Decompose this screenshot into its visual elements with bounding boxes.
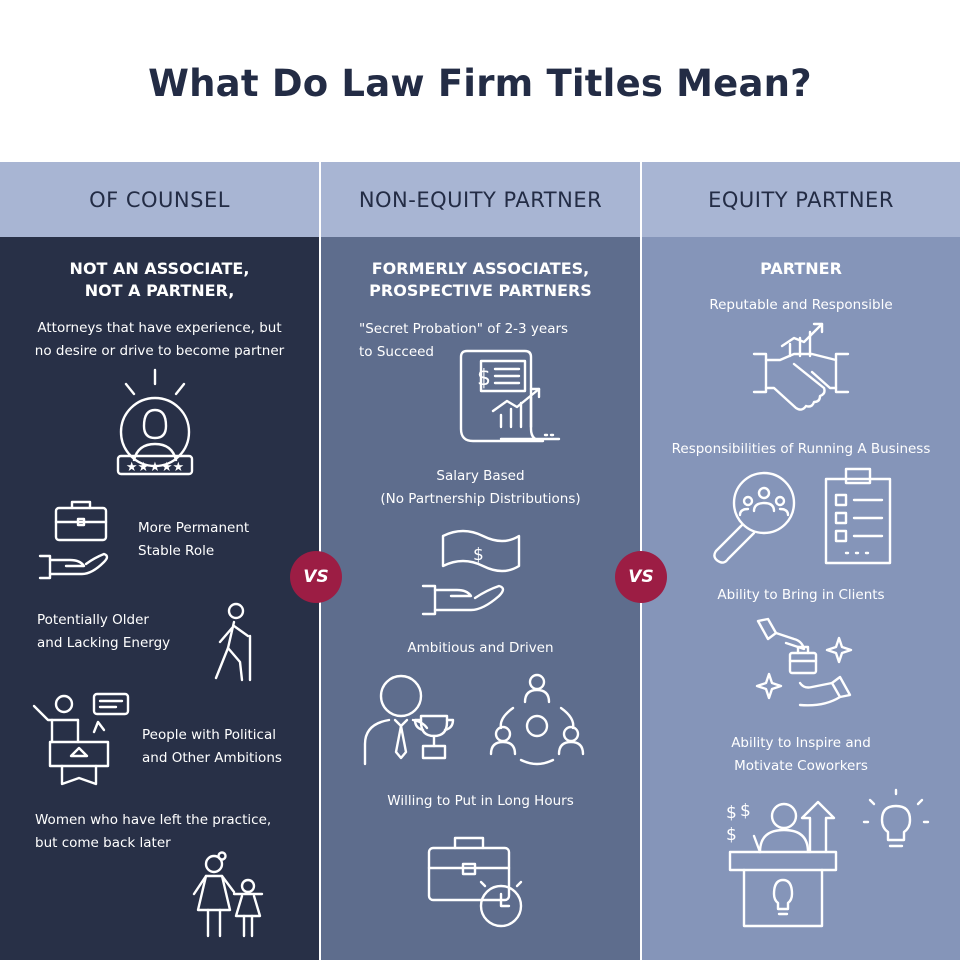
svg-text:$: $ (726, 803, 737, 823)
item-line: Salary Based (436, 468, 525, 484)
item-line: Potentially Older (37, 612, 149, 628)
rated-person-icon: ★★★★★ (116, 368, 194, 476)
item-line: Ambitious and Driven (407, 640, 554, 656)
podium-speaker-icon (32, 692, 130, 786)
financial-report-icon: $ (459, 349, 561, 443)
svg-text:$: $ (740, 801, 751, 821)
svg-text:$: $ (473, 545, 484, 565)
item-text: Willing to Put in Long Hours (321, 790, 640, 813)
item-text: Reputable and Responsible (642, 294, 960, 317)
item-line: but come back later (35, 835, 171, 851)
item-line: (No Partnership Distributions) (380, 491, 581, 507)
svg-text:$: $ (477, 366, 491, 391)
handshake-growth-icon (752, 322, 850, 411)
item-line: Ability to Inspire and (731, 735, 871, 751)
column-subtitle: NOT AN ASSOCIATE, NOT A PARTNER, (0, 258, 319, 302)
briefcase-hand-icon (38, 500, 109, 580)
money-hand-icon: $ (421, 529, 521, 616)
vs-badge-left: VS (290, 551, 342, 603)
column-of-counsel: OF COUNSEL NOT AN ASSOCIATE, NOT A PARTN… (0, 162, 319, 960)
item-line: Motivate Coworkers (734, 758, 868, 774)
column-header-of-counsel: OF COUNSEL (0, 162, 319, 237)
item-line: Reputable and Responsible (709, 297, 893, 313)
subtitle-line: NOT AN ASSOCIATE, (69, 259, 250, 278)
column-header-non-equity-partner: NON-EQUITY PARTNER (321, 162, 640, 237)
item-line: Attorneys that have experience, but (37, 320, 282, 336)
item-text: Responsibilities of Running A Business (642, 438, 960, 461)
item-line: to Succeed (359, 344, 434, 360)
svg-text:★★★★★: ★★★★★ (126, 460, 184, 475)
item-line: People with Political (142, 727, 276, 743)
item-text: Ambitious and Driven (321, 637, 640, 660)
client-handoff-icon (755, 617, 853, 707)
item-text: Salary Based (No Partnership Distributio… (321, 465, 640, 511)
inspire-podium-icon: $ $ $ (726, 788, 930, 928)
item-line: Ability to Bring in Clients (717, 587, 885, 603)
item-text: Attorneys that have experience, but no d… (0, 317, 319, 363)
column-subtitle: PARTNER (642, 258, 960, 280)
column-equity-partner: EQUITY PARTNER PARTNER Reputable and Res… (642, 162, 960, 960)
ambitious-team-icon (363, 673, 585, 766)
item-line: "Secret Probation" of 2-3 years (359, 321, 569, 337)
subtitle-line: PARTNER (760, 259, 842, 278)
elderly-walker-icon (214, 602, 252, 682)
mother-child-icon (192, 851, 264, 938)
subtitle-line: NOT A PARTNER, (84, 281, 235, 300)
item-line: and Other Ambitions (142, 750, 282, 766)
search-checklist-icon (713, 467, 892, 565)
item-line: More Permanent (138, 520, 250, 536)
item-line: Women who have left the practice, (35, 812, 272, 828)
page-title: What Do Law Firm Titles Mean? (148, 62, 812, 105)
briefcase-clock-icon (427, 836, 523, 928)
item-line: and Lacking Energy (37, 635, 171, 651)
item-text: "Secret Probation" of 2-3 years to Succe… (359, 318, 568, 364)
vs-badge-right: VS (615, 551, 667, 603)
item-text: Ability to Bring in Clients (642, 584, 960, 607)
item-line: no desire or drive to become partner (34, 343, 285, 359)
column-subtitle: FORMERLY ASSOCIATES, PROSPECTIVE PARTNER… (321, 258, 640, 302)
item-line: Responsibilities of Running A Business (671, 441, 931, 457)
item-text: Potentially Older and Lacking Energy (37, 609, 170, 655)
column-non-equity-partner: NON-EQUITY PARTNER FORMERLY ASSOCIATES, … (321, 162, 640, 960)
item-text: People with Political and Other Ambition… (142, 724, 282, 770)
subtitle-line: PROSPECTIVE PARTNERS (369, 281, 592, 300)
item-text: Ability to Inspire and Motivate Coworker… (642, 732, 960, 778)
item-text: Women who have left the practice, but co… (35, 809, 271, 855)
item-text: More Permanent Stable Role (138, 517, 249, 563)
subtitle-line: FORMERLY ASSOCIATES, (371, 259, 590, 278)
column-header-equity-partner: EQUITY PARTNER (642, 162, 960, 237)
item-line: Willing to Put in Long Hours (387, 793, 574, 809)
item-line: Stable Role (138, 543, 215, 559)
svg-text:$: $ (726, 825, 737, 845)
